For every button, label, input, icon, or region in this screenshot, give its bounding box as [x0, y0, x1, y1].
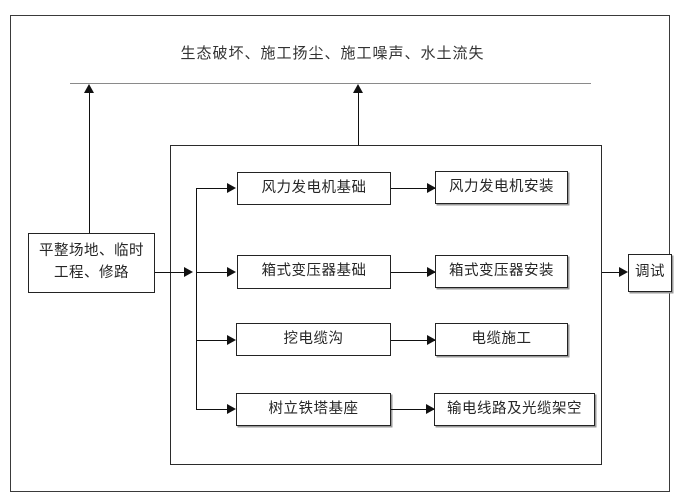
bus-branch-row-1: [196, 188, 232, 189]
connector-row-3: [391, 340, 435, 341]
arrowhead-row-2-install: [427, 267, 436, 277]
node-site-preparation[interactable]: 平整场地、临时工程、修路: [28, 233, 155, 293]
distribution-bus: [196, 188, 197, 409]
impact-arrowhead-start: [84, 84, 94, 93]
connector-start-to-bus: [155, 272, 185, 273]
arrowhead-row-4-install: [426, 404, 435, 414]
impact-connector-group: [358, 92, 359, 145]
node-commissioning[interactable]: 调试: [628, 254, 672, 292]
node-install-2[interactable]: 箱式变压器安装: [435, 255, 568, 288]
arrowhead-row-3-prep: [227, 335, 236, 345]
node-install-1[interactable]: 风力发电机安装: [435, 171, 568, 204]
node-prep-1[interactable]: 风力发电机基础: [237, 172, 391, 205]
arrowhead-row-3-install: [427, 335, 436, 345]
impact-connector-start: [89, 92, 90, 233]
impact-caption-underline: [70, 83, 591, 84]
node-install-4[interactable]: 输电线路及光缆架空: [434, 393, 595, 426]
bus-branch-row-3: [196, 340, 232, 341]
arrowhead-row-4-prep: [227, 404, 236, 414]
node-prep-3[interactable]: 挖电缆沟: [236, 323, 391, 356]
node-prep-4[interactable]: 树立铁塔基座: [236, 393, 391, 426]
arrowhead-bus-entry: [184, 267, 193, 277]
arrowhead-commissioning: [619, 267, 628, 277]
construction-phase-group: [170, 145, 602, 465]
node-prep-2[interactable]: 箱式变压器基础: [237, 255, 391, 289]
impact-caption: 生态破坏、施工扬尘、施工噪声、水土流失: [180, 46, 485, 62]
page-border: [10, 15, 670, 492]
impact-arrowhead-group: [353, 84, 363, 93]
arrowhead-row-2-prep: [227, 267, 236, 277]
bus-branch-row-4: [196, 409, 232, 410]
connector-row-2: [391, 272, 435, 273]
arrowhead-row-1-prep: [227, 183, 236, 193]
arrowhead-row-1-install: [427, 183, 436, 193]
connector-row-1: [391, 188, 435, 189]
connector-row-4: [391, 409, 434, 410]
bus-branch-row-2: [196, 272, 232, 273]
connector-group-to-commissioning: [602, 272, 622, 273]
node-install-3[interactable]: 电缆施工: [435, 323, 568, 356]
